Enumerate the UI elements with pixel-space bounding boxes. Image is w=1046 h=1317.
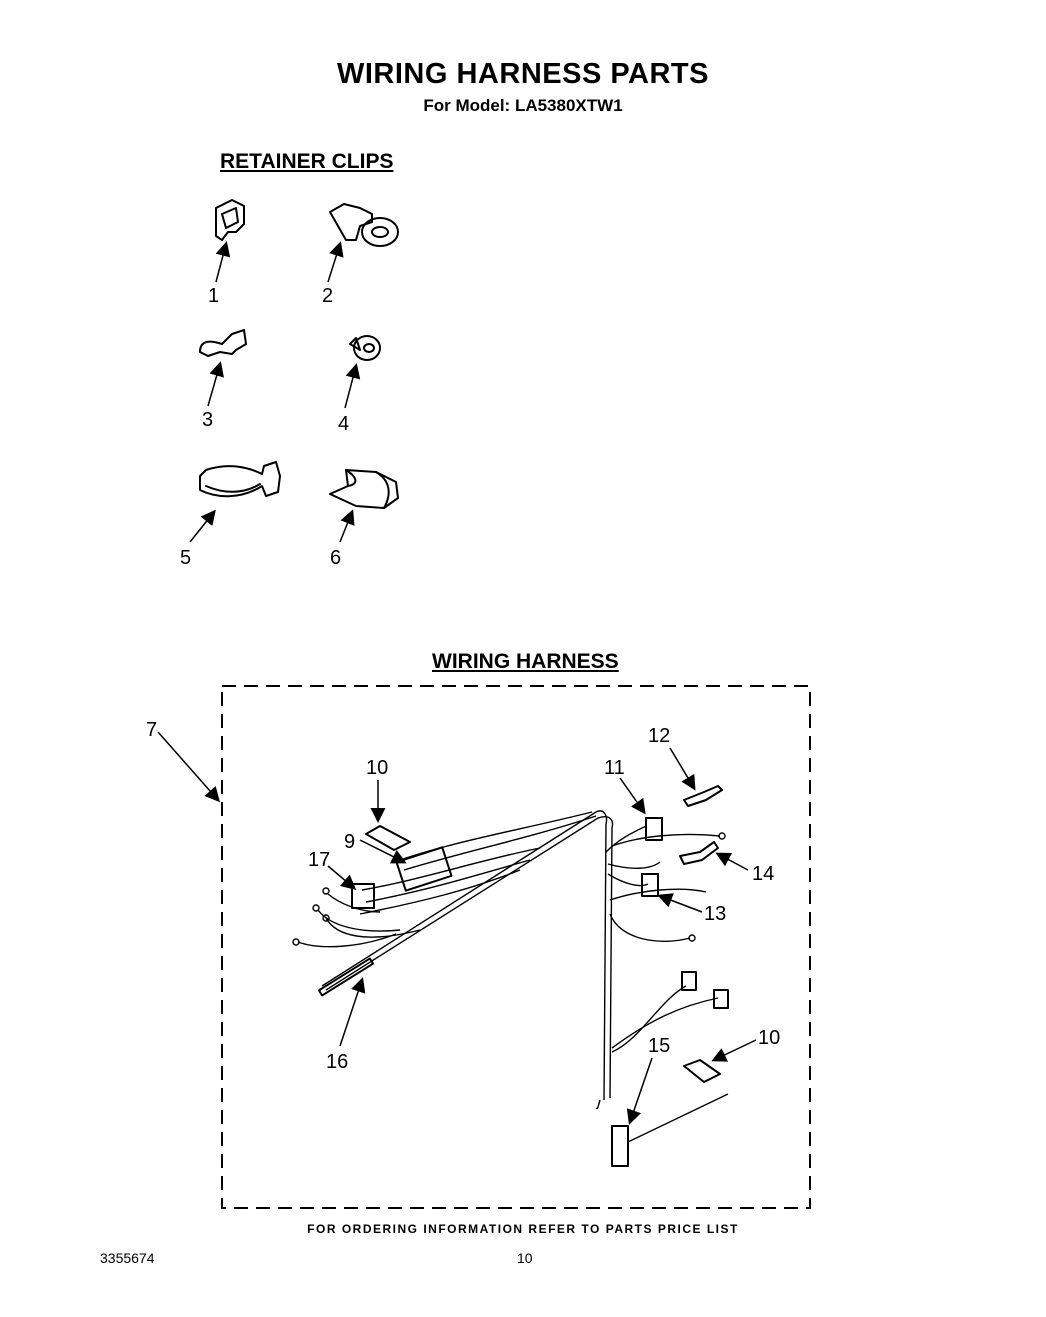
arrow-15 [626, 1057, 653, 1125]
callout-4: 4 [338, 413, 349, 435]
callout-2: 2 [322, 285, 333, 307]
arrow-6 [339, 509, 355, 543]
callout-6: 6 [330, 547, 341, 569]
callout-5: 5 [180, 547, 191, 569]
callout-10a: 10 [366, 757, 388, 779]
arrow-13 [657, 893, 703, 913]
callout-12: 12 [648, 725, 670, 747]
callout-17: 17 [308, 849, 330, 871]
arrow-3 [207, 361, 224, 407]
harness-connectors [317, 785, 729, 1167]
arrow-5 [189, 509, 216, 543]
callout-7: 7 [146, 719, 157, 741]
page-title: WIRING HARNESS PARTS [337, 58, 709, 90]
arrow-1 [215, 241, 231, 283]
callout-1: 1 [208, 285, 219, 307]
harness-boundary-box [221, 685, 811, 1209]
clip-part-3 [199, 329, 247, 357]
callout-16: 16 [326, 1051, 348, 1073]
arrow-16 [339, 977, 366, 1047]
callout-15: 15 [648, 1035, 670, 1057]
retainer-clips-heading: RETAINER CLIPS [220, 150, 394, 173]
clip-part-2 [329, 203, 399, 247]
callout-11: 11 [604, 757, 625, 779]
arrow-9 [359, 839, 407, 864]
model-line: For Model: LA5380XTW1 [423, 96, 623, 115]
arrow-17 [327, 865, 357, 890]
arrow-7 [157, 731, 220, 803]
page-number: 10 [517, 1250, 533, 1266]
callout-13: 13 [704, 903, 726, 925]
arrow-12 [669, 747, 696, 791]
callout-10b: 10 [758, 1027, 780, 1049]
callout-14: 14 [752, 863, 774, 885]
ordering-note: FOR ORDERING INFORMATION REFER TO PARTS … [307, 1222, 739, 1236]
clip-part-5 [199, 461, 281, 498]
arrow-10b [711, 1039, 757, 1062]
clip-part-4 [349, 335, 381, 361]
harness-wires [292, 810, 729, 1143]
clip-part-6 [329, 469, 399, 509]
arrow-11 [619, 777, 646, 815]
arrow-2 [327, 241, 344, 283]
callout-3: 3 [202, 409, 213, 431]
clip-part-1 [215, 199, 245, 241]
document-number: 3355674 [100, 1250, 155, 1266]
arrow-14 [715, 852, 749, 871]
arrow-4 [344, 363, 361, 409]
callout-9: 9 [344, 831, 355, 853]
wiring-harness-heading: WIRING HARNESS [432, 650, 619, 673]
